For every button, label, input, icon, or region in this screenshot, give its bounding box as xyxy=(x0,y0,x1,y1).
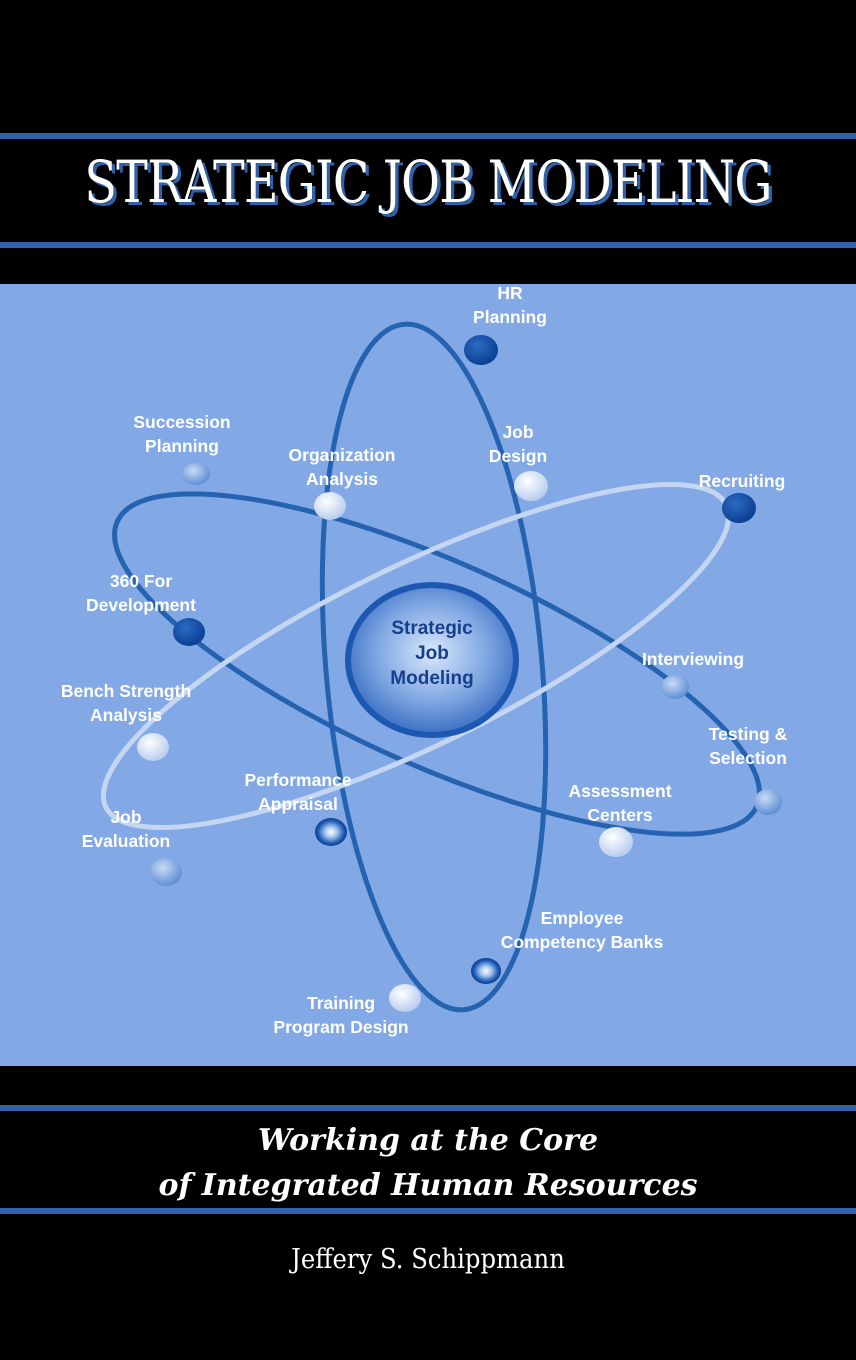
bottom-stripe-2 xyxy=(0,1208,856,1214)
label-line: Job xyxy=(502,422,534,442)
node-bench-strength xyxy=(137,733,169,761)
vertical-orbit xyxy=(319,321,549,1013)
node-performance-appraisal xyxy=(315,818,347,846)
node-360-development xyxy=(173,618,205,646)
label-interviewing: Interviewing xyxy=(618,647,768,671)
label-line: Succession xyxy=(133,412,231,432)
label-line: Analysis xyxy=(90,705,162,725)
label-line: Development xyxy=(86,595,196,615)
subtitle-line: Working at the Core xyxy=(257,1123,599,1158)
label-line: Program Design xyxy=(273,1017,409,1037)
book-subtitle: Working at the Core of Integrated Human … xyxy=(0,1118,856,1208)
node-succession-planning xyxy=(182,463,210,485)
node-job-evaluation xyxy=(150,858,182,886)
label-organization-analysis: Organization Analysis xyxy=(262,443,422,491)
node-job-design xyxy=(514,471,548,501)
label-bench-strength: Bench Strength Analysis xyxy=(36,679,216,727)
center-nucleus xyxy=(345,582,519,738)
bottom-stripe-1 xyxy=(0,1105,856,1111)
label-line: Selection xyxy=(709,748,787,768)
label-line: Employee xyxy=(540,908,624,928)
label-line: Organization xyxy=(288,445,396,465)
label-job-evaluation: Job Evaluation xyxy=(66,805,186,853)
top-stripe-1 xyxy=(0,133,856,139)
center-label-line: Strategic xyxy=(391,618,473,639)
book-title: STRATEGIC JOB MODELING xyxy=(84,148,772,216)
label-line: Competency Banks xyxy=(500,932,664,952)
label-line: Training xyxy=(306,993,376,1013)
diagram-panel: Strategic Job Modeling HR Planning Succe… xyxy=(0,281,856,1066)
label-succession-planning: Succession Planning xyxy=(112,410,252,458)
label-line: Planning xyxy=(473,307,547,327)
label-line: Design xyxy=(488,446,548,466)
label-line: Job xyxy=(110,807,142,827)
node-hr-planning xyxy=(464,335,498,365)
label-360-development: 360 For Development xyxy=(66,569,216,617)
label-line: HR xyxy=(497,283,523,303)
node-organization-analysis xyxy=(314,492,346,520)
label-line: Recruiting xyxy=(698,471,786,491)
center-label-line: Modeling xyxy=(390,668,474,689)
label-training-program: Training Program Design xyxy=(248,991,434,1039)
label-line: Assessment xyxy=(568,781,672,801)
label-line: Analysis xyxy=(306,469,378,489)
label-recruiting: Recruiting xyxy=(672,469,812,493)
label-employee-competency: Employee Competency Banks xyxy=(472,906,692,954)
node-recruiting xyxy=(722,493,756,523)
node-interviewing xyxy=(661,675,689,699)
node-testing-selection xyxy=(754,789,782,815)
label-line: Bench Strength xyxy=(60,681,192,701)
center-label-line: Job xyxy=(415,643,449,664)
node-training-program xyxy=(389,984,421,1012)
center-label: Strategic Job Modeling xyxy=(352,616,512,691)
label-line: Testing & xyxy=(708,724,788,744)
label-testing-selection: Testing & Selection xyxy=(688,722,808,770)
label-line: Performance xyxy=(244,770,352,790)
label-line: Planning xyxy=(145,436,219,456)
top-stripe-2 xyxy=(0,242,856,248)
subtitle-line: of Integrated Human Resources xyxy=(158,1168,698,1203)
label-job-design: Job Design xyxy=(468,420,568,468)
label-line: Evaluation xyxy=(81,831,171,851)
node-assessment-centers xyxy=(599,827,633,857)
label-line: Interviewing xyxy=(641,649,745,669)
label-hr-planning: HR Planning xyxy=(455,281,565,329)
label-line: Appraisal xyxy=(258,794,338,814)
atom-diagram xyxy=(100,321,782,1013)
label-line: Centers xyxy=(587,805,653,825)
label-assessment-centers: Assessment Centers xyxy=(545,779,695,827)
label-performance-appraisal: Performance Appraisal xyxy=(218,768,378,816)
label-line: 360 For xyxy=(109,571,173,591)
node-employee-competency xyxy=(471,958,501,984)
author-name: Jeffery S. Schippmann xyxy=(291,1244,565,1275)
